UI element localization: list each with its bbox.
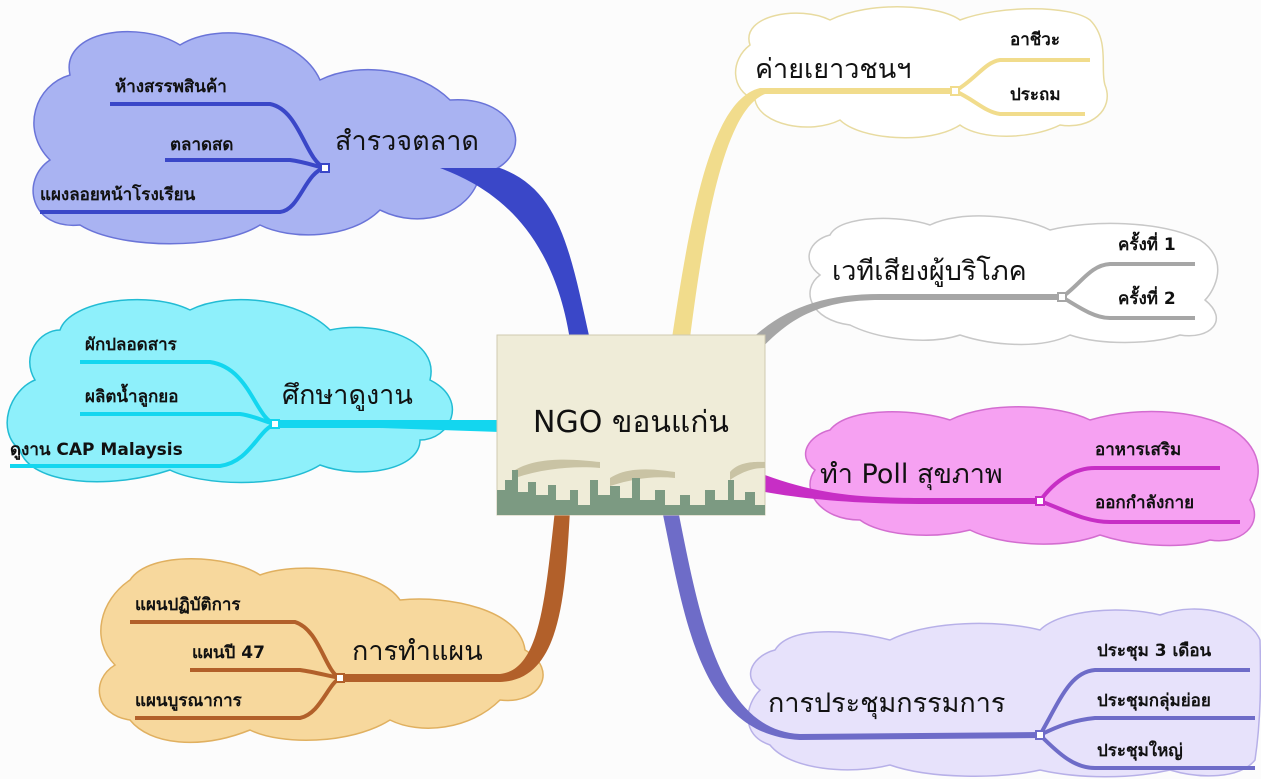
study-item-2[interactable]: ผลิตน้ำลูกยอ [85,383,178,408]
forum-sub-branches [1057,262,1195,320]
poll-trunk [765,475,1040,504]
branch-meeting-label[interactable]: การประชุมกรรมการ [768,688,1005,720]
poll-item-2[interactable]: ออกกำลังกาย [1095,493,1194,513]
forum-item-1[interactable]: ครั้งที่ 1 [1118,231,1176,255]
study-item-3[interactable]: ดูงาน CAP Malaysis [10,440,183,461]
study-trunk [275,420,500,432]
market-item-3[interactable]: แผงลอยหน้าโรงเรียน [40,184,196,205]
market-item-1[interactable]: ห้างสรรพสินค้า [115,77,227,97]
market-item-2[interactable]: ตลาดสด [170,135,233,155]
market-sub-branches [40,102,330,214]
branch-poll-label[interactable]: ทำ Poll สุขภาพ [820,459,1003,491]
plan-item-1[interactable]: แผนปฏิบัติการ [135,595,241,615]
forum-item-2[interactable]: ครั้งที่ 2 [1118,285,1176,309]
study-cloud [6,298,453,484]
meeting-item-3[interactable]: ประชุมใหญ่ [1097,740,1183,761]
camp-sub-branches [950,58,1090,116]
branch-camp-label[interactable]: ค่ายเยาวชนฯ [755,54,911,85]
branch-forum-label[interactable]: เวทีเสียงผู้บริโภค [832,256,1027,287]
camp-item-1[interactable]: อาชีวะ [1010,29,1060,50]
branch-market-label[interactable]: สำรวจตลาด [335,126,479,157]
poll-cloud [804,406,1259,547]
camp-item-2[interactable]: ประถม [1010,85,1061,105]
meeting-item-2[interactable]: ประชุมกลุ่มย่อย [1097,691,1211,711]
branch-study-label[interactable]: ศึกษาดูงาน [282,380,413,411]
poll-sub-branches [1035,466,1240,524]
camp-cloud [734,6,1108,139]
center-node[interactable]: NGO ขอนแก่น [496,334,766,516]
study-item-1[interactable]: ผักปลอดสาร [85,335,178,355]
study-sub-branches [10,360,280,468]
plan-sub-branches [130,620,345,720]
plan-item-3[interactable]: แผนบูรณาการ [135,691,243,712]
center-title: NGO ขอนแก่น [533,405,729,440]
meeting-item-1[interactable]: ประชุม 3 เดือน [1097,640,1212,661]
factory-skyline-icon [497,459,765,515]
market-trunk [440,168,590,340]
plan-item-2[interactable]: แผนปี 47 [192,642,265,663]
branch-plan-label[interactable]: การทำแผน [352,636,483,667]
poll-item-1[interactable]: อาหารเสริม [1095,440,1181,460]
meeting-sub-branches [1035,668,1255,770]
forum-cloud [808,215,1219,346]
forum-trunk [745,294,1060,350]
